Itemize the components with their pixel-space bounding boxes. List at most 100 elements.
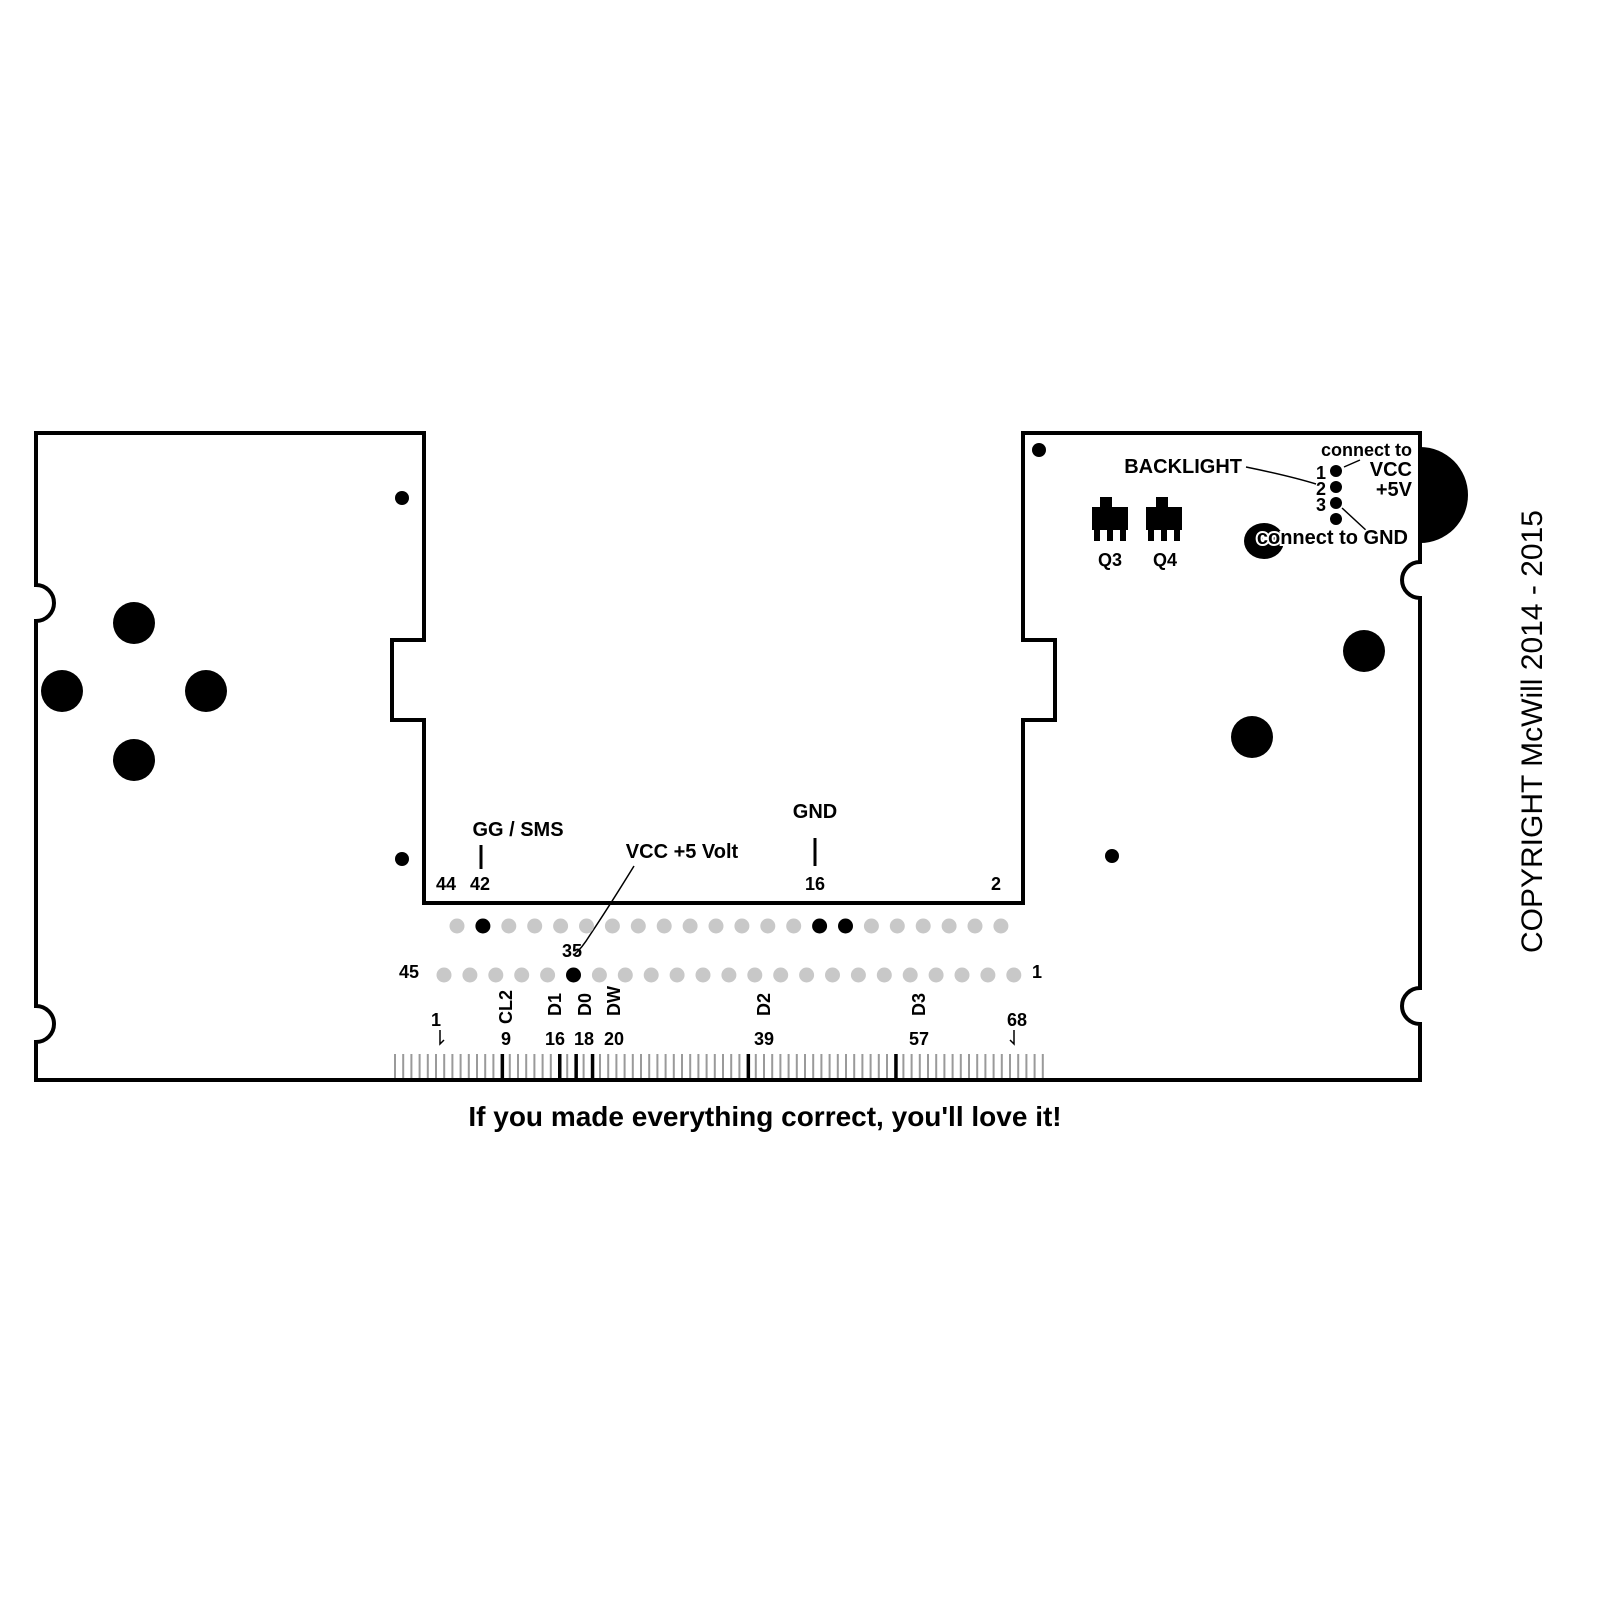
connector-pad bbox=[501, 918, 517, 934]
connector-pad bbox=[850, 967, 866, 983]
edge-finger bbox=[418, 1054, 421, 1078]
label-connect-to: connect to bbox=[1321, 440, 1412, 460]
edge-num-1: 1 bbox=[431, 1010, 441, 1030]
edge-finger bbox=[820, 1054, 823, 1078]
top-pin-2: 2 bbox=[991, 874, 1001, 894]
edge-finger bbox=[1017, 1054, 1020, 1078]
top-pad-row bbox=[449, 918, 1009, 934]
edge-num-16: 16 bbox=[545, 1029, 565, 1049]
mount-hole bbox=[1105, 849, 1119, 863]
connector-pad bbox=[449, 918, 465, 934]
edge-finger bbox=[451, 1054, 454, 1078]
edge-num-18: 18 bbox=[574, 1029, 594, 1049]
backlight-pad bbox=[1330, 513, 1342, 525]
edge-finger bbox=[615, 1054, 618, 1078]
edge-finger bbox=[484, 1054, 487, 1078]
connector-pad bbox=[825, 967, 840, 983]
edge-finger bbox=[517, 1054, 519, 1078]
edge-finger bbox=[1041, 1054, 1044, 1078]
edge-num-39: 39 bbox=[754, 1029, 774, 1049]
connector-pad bbox=[799, 967, 815, 983]
edge-finger bbox=[574, 1054, 578, 1078]
edge-finger bbox=[1000, 1054, 1003, 1078]
connector-pad bbox=[514, 967, 530, 983]
bottom-pin-45: 45 bbox=[399, 962, 419, 982]
bottom-pin-35: 35 bbox=[562, 941, 582, 961]
connector-pad-active bbox=[475, 918, 491, 934]
label-backlight: BACKLIGHT bbox=[1124, 456, 1242, 478]
edge-finger bbox=[459, 1054, 462, 1078]
label-vcc-5volt: VCC +5 Volt bbox=[626, 841, 739, 863]
edge-finger bbox=[410, 1054, 413, 1078]
backlight-pin-2: 2 bbox=[1316, 479, 1326, 499]
edge-finger bbox=[656, 1054, 659, 1078]
dpad-left bbox=[41, 670, 83, 712]
edge-finger bbox=[763, 1054, 765, 1078]
mount-hole bbox=[395, 852, 409, 866]
signal-d3: D3 bbox=[909, 993, 929, 1016]
connector-pad bbox=[682, 918, 698, 934]
edge-finger bbox=[836, 1054, 839, 1078]
connector-pad bbox=[941, 918, 957, 934]
edge-finger bbox=[943, 1054, 946, 1078]
board-outline bbox=[34, 431, 1422, 1082]
label-gnd: GND bbox=[793, 801, 837, 823]
edge-finger bbox=[394, 1054, 396, 1078]
button-b bbox=[1231, 716, 1273, 758]
edge-finger bbox=[1033, 1054, 1036, 1078]
connector-pad bbox=[488, 967, 504, 983]
label-vcc: VCC bbox=[1370, 459, 1412, 481]
edge-finger bbox=[812, 1054, 815, 1078]
transistor-q4 bbox=[1146, 497, 1182, 541]
connector-pad bbox=[993, 918, 1009, 934]
edge-finger bbox=[869, 1054, 872, 1078]
signal-cl2: CL2 bbox=[496, 990, 516, 1024]
edge-finger bbox=[951, 1054, 954, 1078]
gnd-pad-blob bbox=[1244, 523, 1284, 559]
edge-finger bbox=[738, 1054, 741, 1078]
edge-finger bbox=[804, 1054, 806, 1078]
edge-finger bbox=[754, 1054, 757, 1078]
edge-arrow-68 bbox=[1009, 1030, 1015, 1046]
connector-pad bbox=[591, 967, 607, 983]
edge-finger bbox=[828, 1054, 831, 1078]
edge-finger bbox=[1009, 1054, 1011, 1078]
transistor-q3 bbox=[1092, 497, 1128, 541]
edge-arrow-1 bbox=[439, 1030, 445, 1046]
connector-pad bbox=[527, 918, 543, 934]
connector-pad-active bbox=[812, 918, 828, 934]
connector-pad bbox=[760, 918, 776, 934]
edge-finger bbox=[959, 1054, 962, 1078]
connector-pad-active bbox=[838, 918, 853, 934]
edge-finger bbox=[426, 1054, 429, 1078]
edge-finger bbox=[697, 1054, 700, 1078]
edge-finger bbox=[631, 1054, 634, 1078]
vcc-leader bbox=[1343, 459, 1361, 468]
edge-finger bbox=[508, 1054, 511, 1078]
edge-finger bbox=[771, 1054, 774, 1078]
edge-finger bbox=[910, 1054, 913, 1078]
edge-num-57: 57 bbox=[909, 1029, 929, 1049]
edge-finger bbox=[549, 1054, 552, 1078]
top-pin-16: 16 bbox=[805, 874, 825, 894]
edge-finger bbox=[779, 1054, 782, 1078]
signal-d0: D0 bbox=[575, 993, 595, 1016]
edge-finger bbox=[476, 1054, 478, 1078]
edge-num-9: 9 bbox=[501, 1029, 511, 1049]
edge-finger bbox=[992, 1054, 995, 1078]
connector-pad bbox=[617, 967, 633, 983]
signal-d1: D1 bbox=[545, 993, 565, 1016]
connector-pad-active bbox=[566, 967, 581, 983]
dpad-up bbox=[113, 602, 155, 644]
connector-pad bbox=[915, 918, 931, 934]
label-gg-sms: GG / SMS bbox=[472, 819, 563, 841]
connector-pad bbox=[863, 918, 879, 934]
edge-finger bbox=[590, 1054, 595, 1078]
label-q3: Q3 bbox=[1098, 550, 1122, 570]
edge-finger bbox=[558, 1054, 562, 1078]
edge-finger bbox=[500, 1054, 505, 1078]
label-plus5v: +5V bbox=[1376, 479, 1413, 501]
gnd-leader bbox=[1341, 507, 1369, 533]
